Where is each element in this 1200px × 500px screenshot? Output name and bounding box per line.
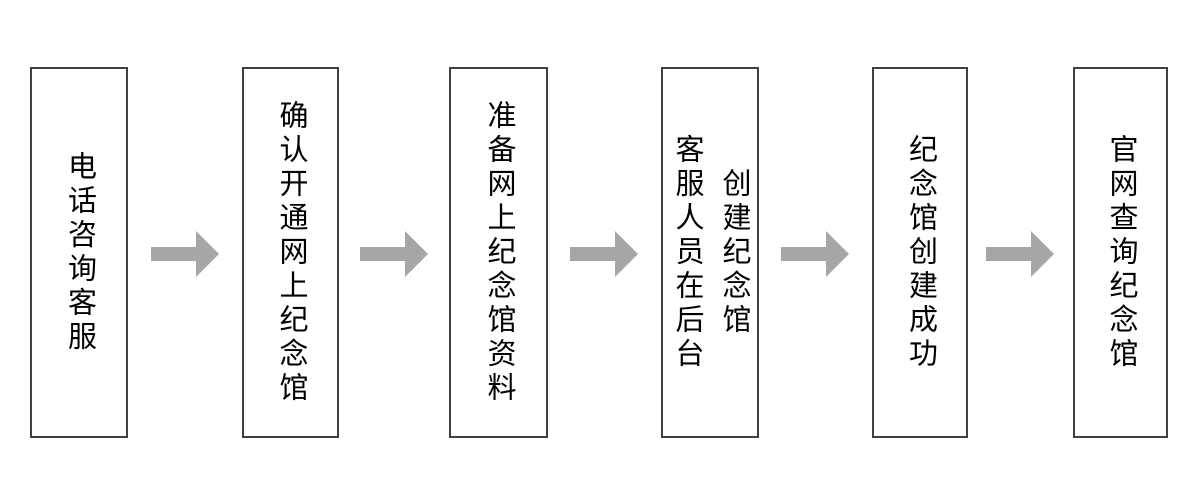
flow-step-2-label: 确认开通网上纪念馆 — [275, 99, 307, 406]
flow-step-2: 确认开通网上纪念馆 — [242, 67, 339, 438]
flow-step-1-label: 电话咨询客服 — [63, 150, 96, 355]
flow-step-5-label: 纪念馆创建成功 — [904, 133, 937, 372]
flow-step-6-label: 官网查询纪念馆 — [1105, 133, 1137, 372]
flow-arrow-3 — [570, 230, 638, 278]
flow-step-4-label-line-2: 创建纪念馆 — [718, 167, 750, 338]
right-arrow-icon — [986, 231, 1054, 277]
right-arrow-icon — [570, 231, 638, 277]
right-arrow-icon — [151, 231, 219, 277]
flow-step-5: 纪念馆创建成功 — [872, 67, 968, 438]
flow-step-4: 客服人员在后台 创建纪念馆 — [661, 67, 759, 438]
flow-arrow-2 — [360, 230, 428, 278]
flow-step-3-label: 准备网上纪念馆资料 — [483, 99, 515, 406]
flow-step-3: 准备网上纪念馆资料 — [449, 67, 548, 438]
flow-step-4-label-line-1: 客服人员在后台 — [671, 133, 703, 372]
flow-arrow-1 — [151, 230, 219, 278]
flow-step-1: 电话咨询客服 — [30, 67, 128, 438]
flow-step-6: 官网查询纪念馆 — [1073, 67, 1168, 438]
right-arrow-icon — [360, 231, 428, 277]
flow-arrow-4 — [781, 230, 849, 278]
flow-arrow-5 — [986, 230, 1054, 278]
right-arrow-icon — [781, 231, 849, 277]
